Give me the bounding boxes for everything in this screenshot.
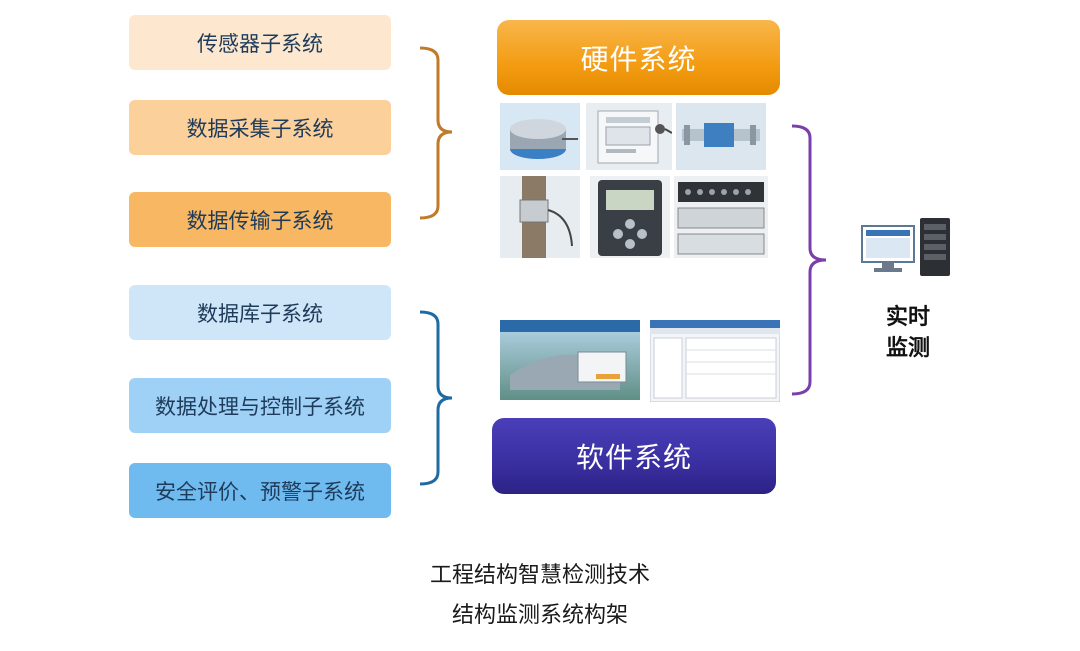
caption-line1: 工程结构智慧检测技术	[429, 563, 650, 588]
data-acquisition-subsystem-box: 数据采集子系统	[129, 100, 391, 155]
computer-server-icon	[861, 218, 950, 276]
realtime-monitoring-line2: 监测	[885, 336, 930, 361]
data-transmission-subsystem-box: 数据传输子系统	[129, 192, 391, 247]
sensor-subsystem-box: 传感器子系统	[129, 15, 391, 70]
software-system-box: 软件系统	[492, 418, 776, 494]
database-subsystem-box: 数据库子系统	[129, 285, 391, 340]
realtime-monitoring-line1: 实时	[885, 305, 930, 330]
acquisition-instrument-photo	[674, 176, 768, 258]
realtime-monitoring-label: 实时 监测	[878, 302, 938, 364]
hardware-system-box: 硬件系统	[497, 20, 780, 95]
software-login-screenshot	[500, 320, 640, 400]
caption-line2: 结构监测系统构架	[451, 603, 628, 628]
data-processing-control-subsystem-box: 数据处理与控制子系统	[129, 378, 391, 433]
load-cell-photo	[500, 103, 580, 170]
hardware-brace	[419, 46, 453, 220]
data-logger-photo	[590, 176, 670, 258]
sensor-box-photo	[586, 103, 672, 170]
safety-evaluation-warning-subsystem-box: 安全评价、预警子系统	[129, 463, 391, 518]
right-brace	[791, 124, 827, 396]
software-brace	[419, 310, 453, 486]
displacement-sensor-photo	[676, 103, 766, 170]
software-main-window-screenshot	[650, 320, 780, 402]
tension-sensor-photo	[500, 176, 580, 258]
